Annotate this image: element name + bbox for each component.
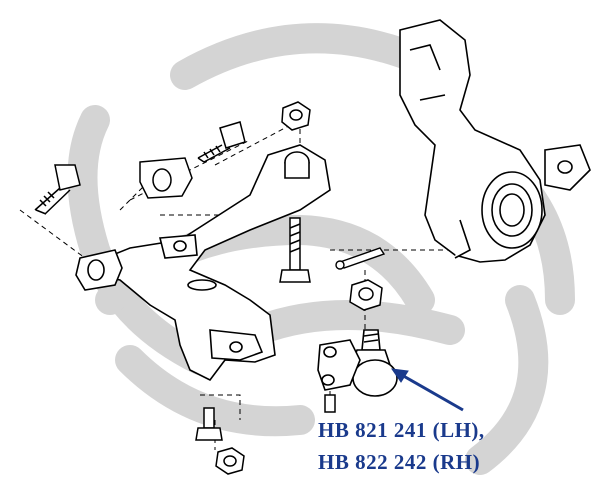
part-number-rh: HB 822 242 (RH)	[318, 450, 481, 474]
center-bolt	[279, 217, 311, 283]
castle-nut	[349, 279, 383, 311]
left-bolt	[34, 164, 81, 215]
cotter-pin	[335, 247, 386, 270]
bushing-bracket	[139, 157, 193, 199]
lower-nut-left	[215, 447, 245, 475]
lower-bolt-left	[195, 407, 223, 441]
lower-bolt-right	[324, 394, 336, 413]
part-number-lh: HB 821 241 (LH),	[318, 418, 485, 442]
leader-arrow	[390, 368, 464, 412]
ball-joint	[317, 329, 398, 397]
upper-bolt	[197, 121, 246, 163]
top-nut	[281, 101, 311, 131]
lower-control-arm	[75, 144, 331, 382]
steering-knuckle	[399, 19, 591, 263]
